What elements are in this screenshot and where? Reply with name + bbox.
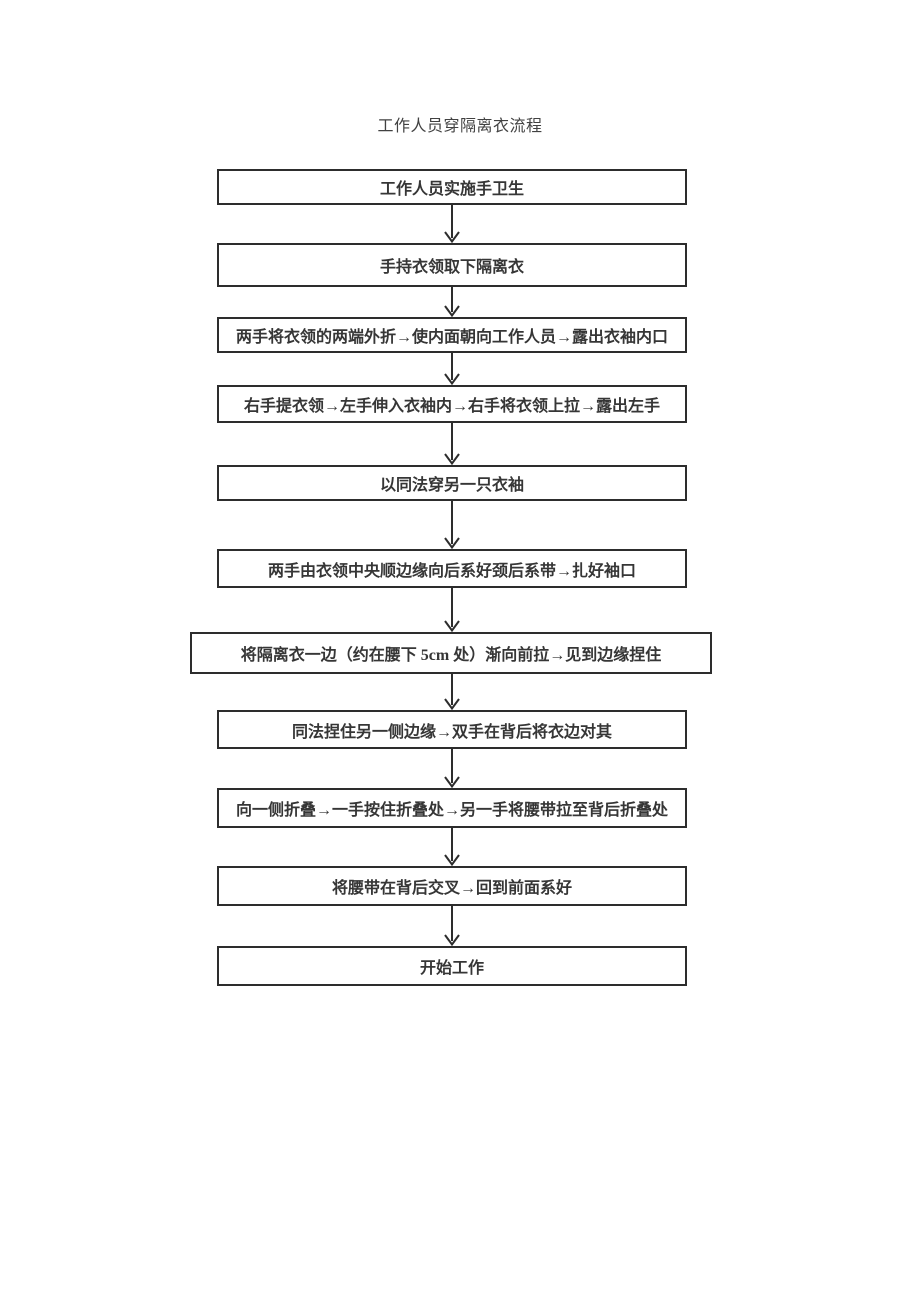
arrow-shaft — [451, 674, 453, 705]
flow-step-label: 将隔离衣一边（约在腰下 5cm 处）渐向前拉→见到边缘捏住 — [240, 647, 662, 664]
flow-step-10: 将腰带在背后交叉→回到前面系好 — [217, 866, 687, 906]
arrow-shaft — [451, 588, 453, 627]
page-title: 工作人员穿隔离衣流程 — [377, 118, 543, 135]
flow-step-label: 手持衣领取下隔离衣 — [379, 259, 524, 276]
flow-step-label: 向一侧折叠→一手按住折叠处→另一手将腰带拉至背后折叠处 — [235, 802, 668, 819]
flow-step-label: 两手由衣领中央顺边缘向后系好颈后系带→扎好袖口 — [267, 562, 636, 580]
down-arrow-icon — [444, 749, 460, 788]
flow-step-4: 右手提衣领→左手伸入衣袖内→右手将衣领上拉→露出左手 — [217, 385, 687, 423]
flow-step-label: 同法捏住另一侧边缘→双手在背后将衣边对其 — [291, 723, 612, 741]
down-arrow-icon — [444, 674, 460, 710]
flow-step-label: 右手提衣领→左手伸入衣袖内→右手将衣领上拉→露出左手 — [243, 398, 660, 415]
down-arrow-icon — [444, 353, 460, 385]
down-arrow-icon — [444, 828, 460, 866]
down-arrow-icon — [444, 501, 460, 549]
flow-step-2: 手持衣领取下隔离衣 — [217, 243, 687, 287]
flow-step-8: 同法捏住另一侧边缘→双手在背后将衣边对其 — [217, 710, 687, 749]
arrow-shaft — [451, 828, 453, 861]
arrow-shaft — [451, 205, 453, 238]
flow-step-label: 将腰带在背后交叉→回到前面系好 — [331, 880, 572, 897]
down-arrow-icon — [444, 906, 460, 946]
flow-step-7: 将隔离衣一边（约在腰下 5cm 处）渐向前拉→见到边缘捏住 — [190, 632, 712, 674]
down-arrow-icon — [444, 423, 460, 465]
arrow-shaft — [451, 749, 453, 783]
down-arrow-icon — [444, 287, 460, 317]
flow-step-1: 工作人员实施手卫生 — [217, 169, 687, 205]
flow-step-5: 以同法穿另一只衣袖 — [217, 465, 687, 501]
flow-step-3: 两手将衣领的两端外折→使内面朝向工作人员→露出衣袖内口 — [217, 317, 687, 353]
flow-step-9: 向一侧折叠→一手按住折叠处→另一手将腰带拉至背后折叠处 — [217, 788, 687, 828]
down-arrow-icon — [444, 205, 460, 243]
arrow-shaft — [451, 287, 453, 312]
flow-step-label: 开始工作 — [419, 960, 484, 977]
flow-step-label: 两手将衣领的两端外折→使内面朝向工作人员→露出衣袖内口 — [235, 329, 668, 346]
flow-step-label: 以同法穿另一只衣袖 — [379, 477, 524, 494]
arrow-shaft — [451, 353, 453, 380]
arrow-shaft — [451, 906, 453, 941]
arrow-shaft — [451, 501, 453, 544]
flow-step-11: 开始工作 — [217, 946, 687, 986]
down-arrow-icon — [444, 588, 460, 632]
flow-step-label: 工作人员实施手卫生 — [379, 181, 524, 198]
arrow-shaft — [451, 423, 453, 460]
flow-step-6: 两手由衣领中央顺边缘向后系好颈后系带→扎好袖口 — [217, 549, 687, 588]
